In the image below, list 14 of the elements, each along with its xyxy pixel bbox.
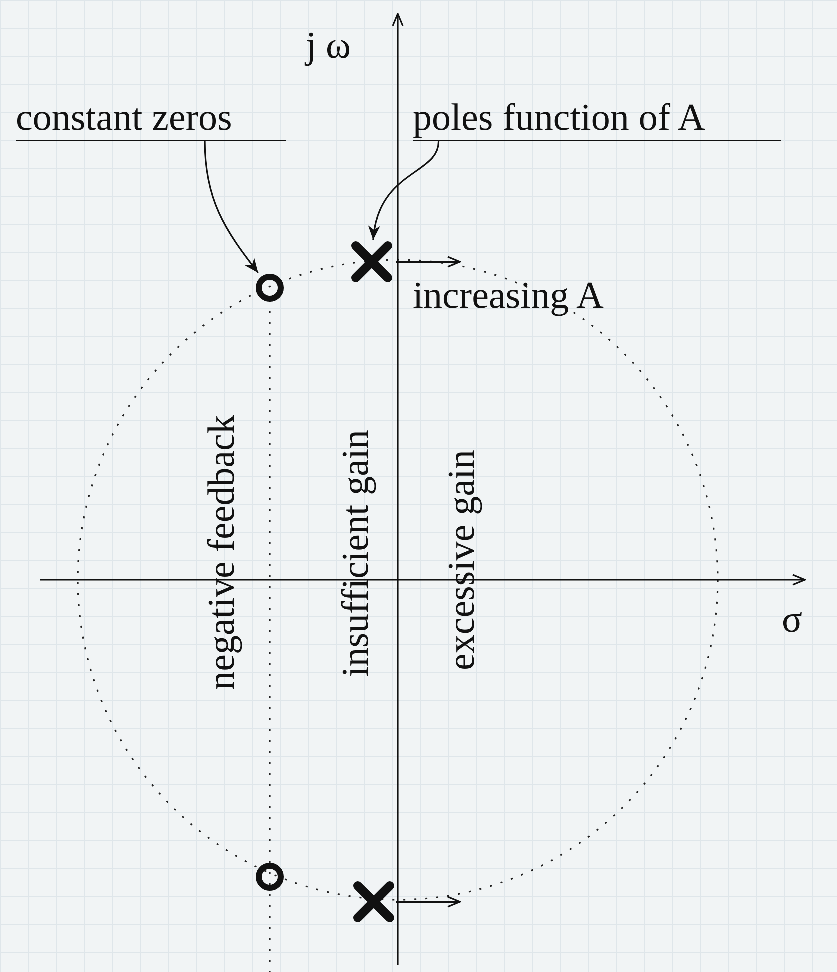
pole-marker (352, 880, 396, 924)
region-label: negative feedback (200, 415, 244, 690)
callout-label: constant zeros (16, 96, 286, 141)
axis-label: j ω (306, 24, 352, 68)
direction-label: increasing A (413, 274, 604, 318)
region-label: excessive gain (440, 450, 484, 671)
leader-line (204, 140, 259, 274)
zero-marker (255, 273, 285, 303)
callout-label: poles function of A (413, 96, 781, 141)
leader-line (369, 140, 440, 240)
pole-marker (350, 240, 394, 284)
region-label: insufficient gain (334, 430, 378, 678)
axis-label: σ (782, 598, 802, 642)
zero-marker (255, 862, 285, 892)
